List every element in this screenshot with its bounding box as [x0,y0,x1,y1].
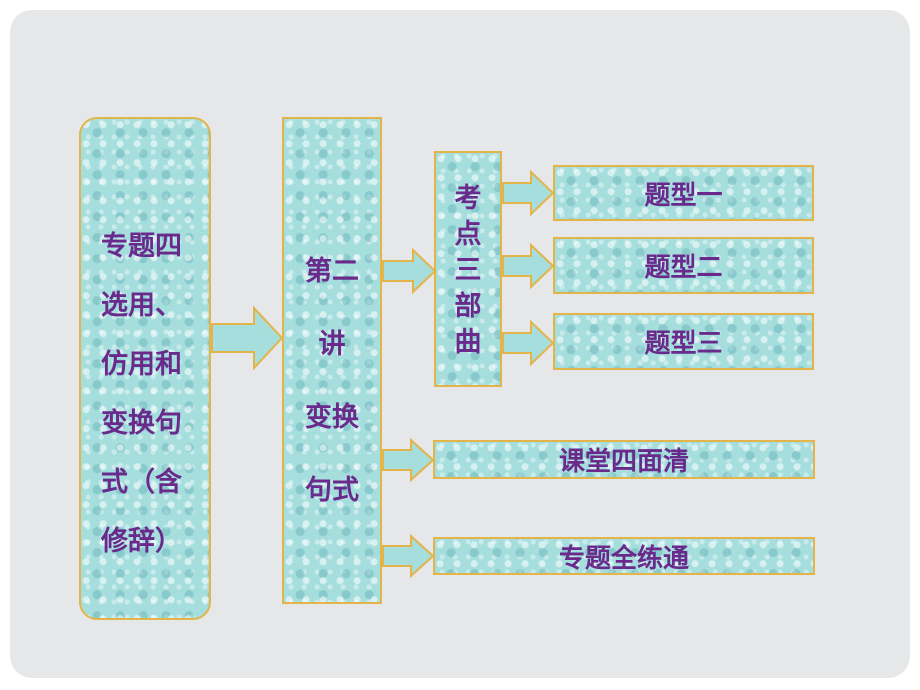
section-char: 部 [454,291,482,322]
type-box-2: 题型二 [553,237,814,294]
topic-box: 专题四 选用、 仿用和 变换句 式（含 修辞） [79,117,211,620]
section-char: 考 [454,183,482,214]
topic-line: 选用、 [101,290,182,321]
arrow-right-icon [382,438,435,482]
arrow-right-icon [502,170,555,216]
lesson-line: 第二 [305,256,359,287]
arrow-right-icon [382,248,437,294]
section-box: 考 点 三 部 曲 [434,151,502,387]
topic-line: 仿用和 [101,349,182,380]
arrow-right-icon [211,306,284,370]
topic-line: 变换句 [101,408,182,439]
class-review-label: 课堂四面清 [558,447,689,477]
practice-label: 专题全练通 [558,543,689,574]
arrow-right-icon [502,320,555,366]
arrow-right-icon [382,534,435,578]
section-char: 曲 [454,327,482,358]
lesson-line: 句式 [305,475,359,506]
topic-line: 专题四 [101,231,182,262]
practice-box: 专题全练通 [433,537,815,575]
lesson-line: 变换 [305,402,359,433]
class-review-box: 课堂四面清 [433,440,815,479]
type-label: 题型一 [644,180,723,211]
type-box-1: 题型一 [553,165,814,221]
lesson-line: 讲 [318,329,346,360]
topic-line: 修辞） [101,526,182,557]
lesson-box: 第二 讲 变换 句式 [282,117,382,604]
arrow-right-icon [502,243,555,289]
section-char: 点 [454,219,482,250]
section-char: 三 [454,255,482,286]
type-label: 题型二 [644,253,723,283]
type-box-3: 题型三 [553,313,814,370]
type-label: 题型三 [644,329,723,359]
topic-line: 式（含 [101,467,182,498]
